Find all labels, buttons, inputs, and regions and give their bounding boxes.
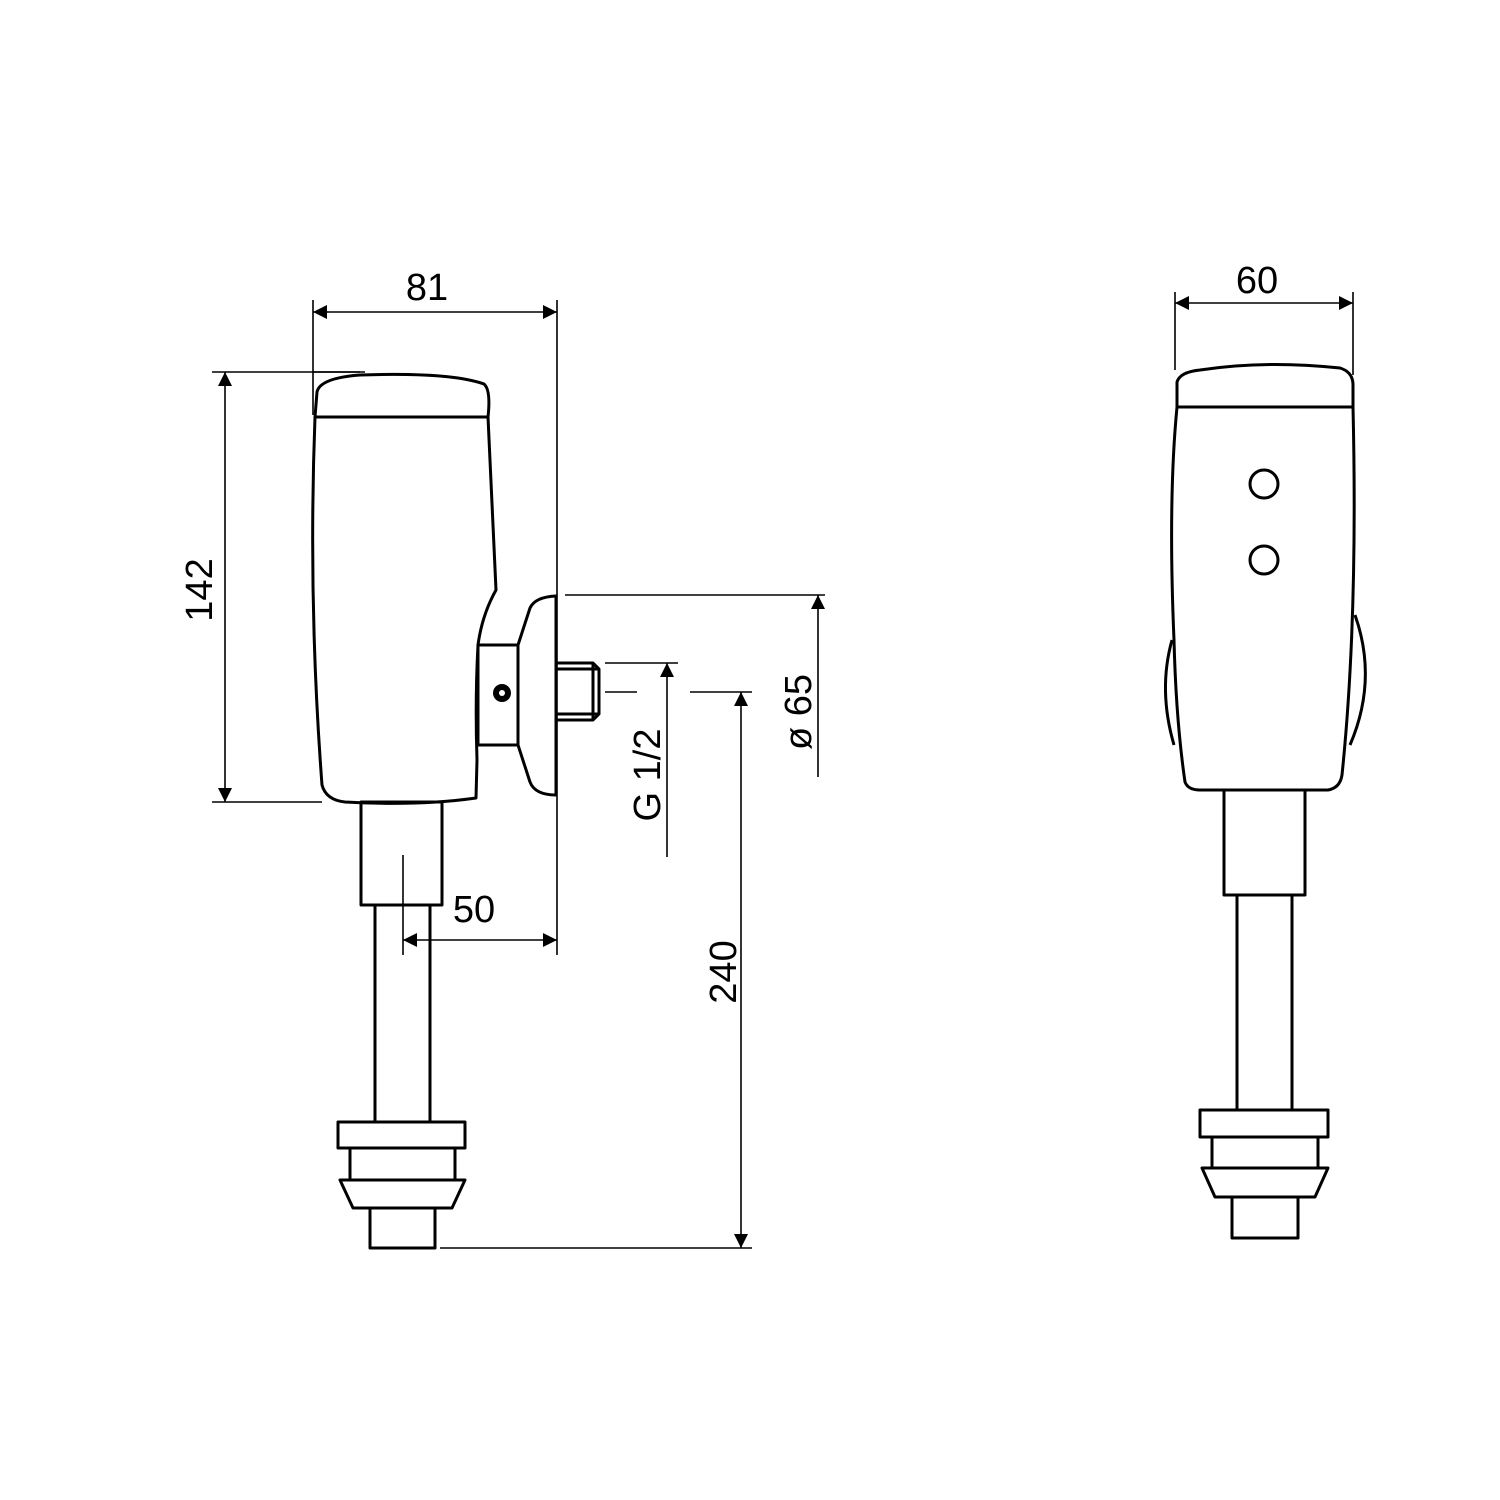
dim-height-142: 142 <box>179 558 221 621</box>
dim-width-81: 81 <box>406 267 448 309</box>
side-bulge-right <box>1348 614 1367 746</box>
side-bulge-left <box>1163 639 1176 746</box>
body-housing <box>311 416 498 805</box>
front-view: 60 <box>1163 260 1367 1240</box>
sensor-window-icon <box>1248 544 1280 576</box>
side-view: 81 142 50 G 1/2 ø 65 240 <box>179 267 825 1250</box>
dim-thread-g12: G 1/2 <box>627 729 669 822</box>
front-upper-pipe <box>1222 788 1307 897</box>
front-lower-pipe <box>1235 895 1294 1110</box>
front-outlet-nut <box>1198 1108 1330 1240</box>
body-cap <box>313 372 491 419</box>
outlet-upper-pipe <box>359 800 444 907</box>
front-cap <box>1175 362 1355 409</box>
dim-offset-50: 50 <box>453 889 495 931</box>
front-housing <box>1170 406 1356 792</box>
dim-drop-240: 240 <box>703 940 745 1003</box>
valve-collar <box>476 643 520 747</box>
thread-connector <box>556 661 601 722</box>
sensor-window-icon <box>1248 468 1280 500</box>
dim-width-60: 60 <box>1236 260 1278 302</box>
outlet-nut <box>336 1120 467 1250</box>
dim-diameter-65: ø 65 <box>778 674 820 750</box>
wall-flange <box>516 594 558 797</box>
